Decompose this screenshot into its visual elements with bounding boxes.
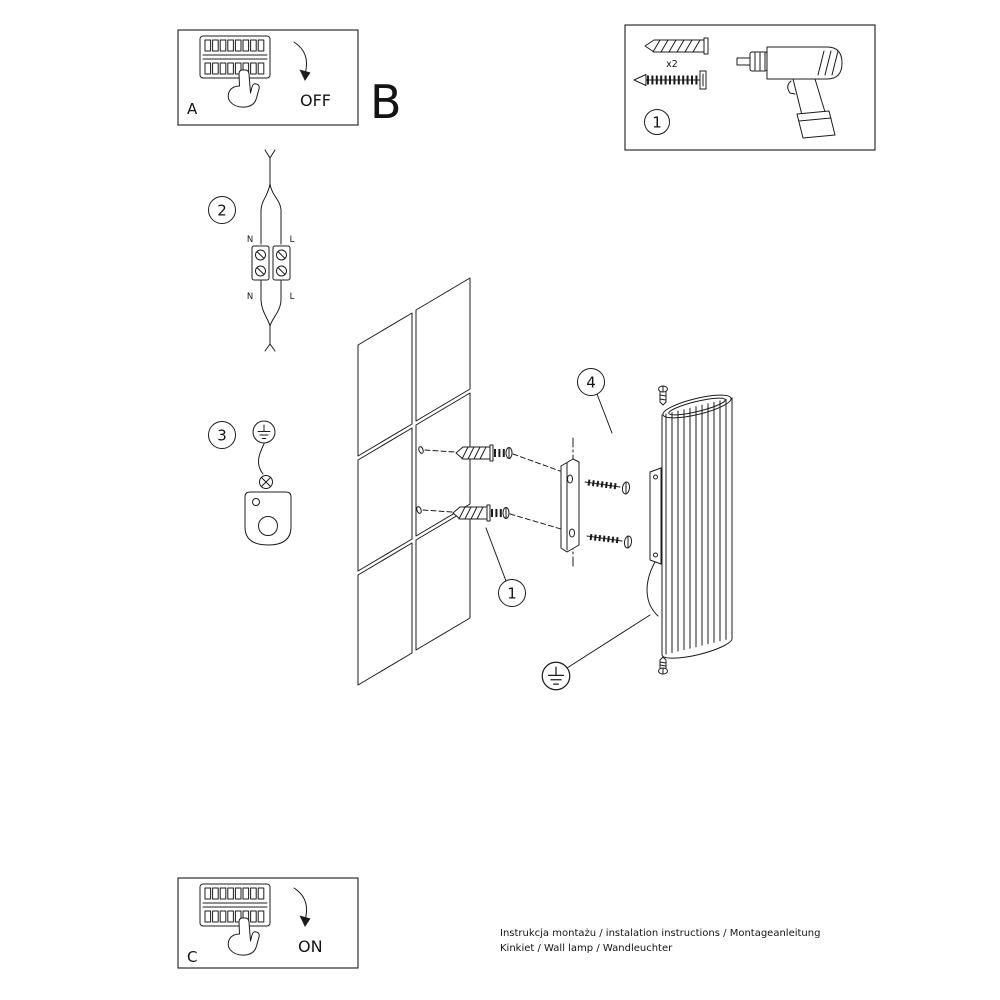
ground-symbol-icon [252, 420, 276, 444]
section-b-letter: B [370, 75, 402, 129]
grounding-plate-diagram [244, 443, 292, 546]
curved-arrow-icon [293, 41, 311, 82]
main-callout-4-number: 4 [586, 374, 596, 392]
dowel-count-label: x2 [666, 59, 678, 70]
panel-c-box: ON C [177, 877, 359, 969]
wall-anchor-screw-bottom [452, 504, 510, 522]
callout-step-3: 3 [208, 421, 236, 449]
switch-off-label: OFF [300, 91, 331, 110]
panel-c-letter: C [187, 948, 197, 966]
breaker-panel-icon [199, 35, 271, 79]
callout-main-4: 4 [577, 368, 613, 434]
lamp-rear-plate [646, 467, 662, 617]
terminal-n-top-label: N [247, 235, 253, 245]
wall-tiles [357, 277, 471, 686]
bracket-screw-bottom [586, 534, 633, 549]
step-3-number: 3 [217, 427, 227, 445]
step-2-number: 2 [217, 202, 227, 220]
footer-line-2: Kinkiet / Wall lamp / Wandleuchter [500, 943, 673, 954]
main-ground-symbol [541, 614, 651, 691]
lamp-flutes [665, 398, 727, 655]
tools-box-border [624, 24, 876, 151]
wall-hole-bottom [416, 506, 422, 514]
wall-anchor-screw-top [455, 444, 513, 462]
switch-on-label: ON [298, 937, 323, 956]
ground-symbol-icon-main [541, 661, 571, 691]
main-callout-1-number: 1 [507, 585, 517, 603]
lamp-bottom-screw [658, 656, 668, 675]
tools-step-callout: 1 [644, 109, 670, 135]
breaker-panel-icon-c [199, 883, 271, 927]
panel-a-border [177, 29, 359, 126]
panel-c-border [177, 877, 359, 969]
drill-icon [736, 46, 843, 139]
main-diagram: 1 4 [357, 277, 733, 691]
lamp-top-screw [658, 385, 668, 406]
curved-arrow-icon-c [293, 887, 311, 928]
footer: Instrukcja montażu / instalation instruc… [500, 928, 820, 954]
wire-connector-diagram: N L N L [247, 149, 295, 352]
terminal-n-bottom-label: N [247, 292, 253, 302]
wall-plug-icon [644, 37, 709, 55]
screw-icon [633, 70, 707, 90]
callout-step-2: 2 [208, 196, 236, 224]
tools-step-number: 1 [652, 114, 662, 132]
panel-a-box: OFF A [177, 29, 359, 126]
bracket-screw-top [584, 479, 631, 495]
step-2-group: 2 N L N L [208, 149, 295, 352]
terminal-l-bottom-label: L [290, 292, 295, 302]
step-3-group: 3 [208, 420, 292, 546]
panel-a-letter: A [187, 100, 198, 118]
callout-main-1: 1 [485, 527, 526, 607]
footer-line-1: Instrukcja montażu / instalation instruc… [500, 928, 820, 939]
mounting-bracket [560, 458, 580, 553]
terminal-l-top-label: L [290, 235, 295, 245]
tools-box: x2 1 [624, 24, 876, 151]
wall-hole-top [418, 446, 424, 454]
lamp-shade [661, 394, 733, 659]
